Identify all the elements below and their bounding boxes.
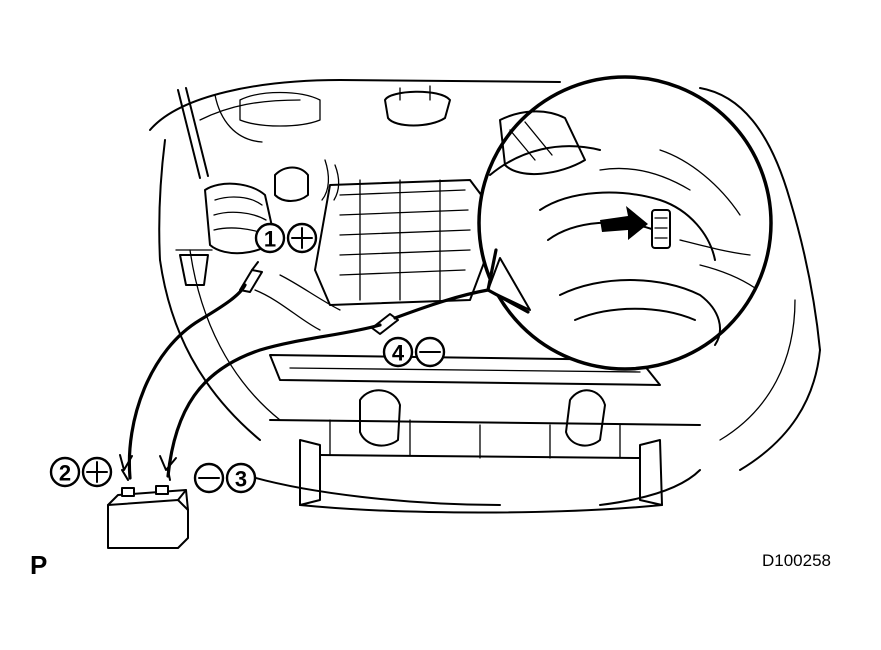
- step-callout-1: 1: [254, 222, 318, 254]
- booster-battery: [107, 485, 189, 549]
- step-number: 4: [392, 341, 405, 366]
- step-callout-4: 4: [382, 336, 446, 368]
- vehicle-engine-bay: [149, 79, 821, 514]
- step-number: 1: [264, 227, 276, 252]
- section-letter: P: [30, 550, 47, 580]
- step-callout-3: 3: [193, 462, 257, 494]
- arrow-icon: [600, 206, 648, 240]
- detail-magnifier: [477, 75, 773, 371]
- jumper-cables: [119, 261, 490, 481]
- minus-in-circle-icon: [193, 462, 225, 494]
- minus-in-circle-icon: [414, 336, 446, 368]
- step-number: 3: [235, 467, 247, 492]
- step-number: 2: [59, 461, 71, 486]
- plus-in-circle-icon: [286, 222, 318, 254]
- figure-code: D100258: [762, 551, 831, 570]
- plus-in-circle-icon: [81, 456, 113, 488]
- step-callout-2: 2: [49, 456, 113, 488]
